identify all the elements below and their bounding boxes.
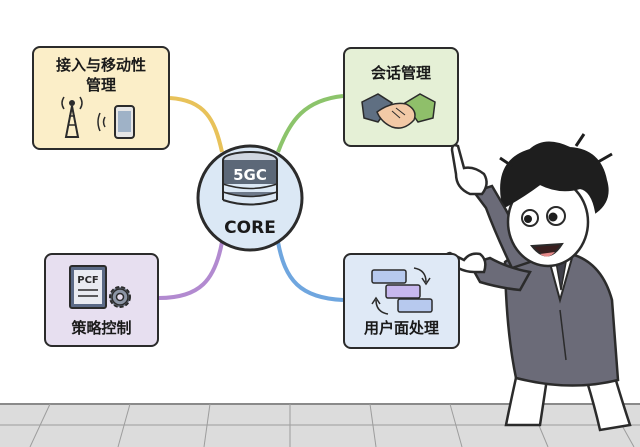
module-user-plane: 用户面处理 [343, 253, 460, 349]
module-access-label-line1: 接入与移动性 [55, 56, 146, 74]
module-policy-control: 策略控制 [44, 253, 159, 347]
module-access-label: 接入与移动性 管理 [34, 55, 168, 95]
server-stack-icon [222, 151, 278, 206]
core-bottom-label: CORE [224, 218, 276, 238]
connector-access [169, 96, 224, 153]
connector-policy [158, 241, 224, 300]
core-node: 5GC CORE [196, 144, 304, 252]
module-session-label: 会话管理 [370, 64, 431, 82]
connector-session [276, 94, 344, 153]
module-policy-label: 策略控制 [71, 319, 132, 337]
module-access-mobility: 接入与移动性 管理 [32, 46, 170, 150]
tiled-floor [0, 403, 640, 447]
connector-userplane [276, 241, 344, 302]
cartoon-presenter [445, 133, 632, 432]
module-access-label-line2: 管理 [85, 76, 116, 94]
core-top-label: 5GC [233, 166, 267, 184]
module-session-management: 会话管理 [343, 47, 459, 147]
module-userplane-label: 用户面处理 [363, 319, 439, 337]
